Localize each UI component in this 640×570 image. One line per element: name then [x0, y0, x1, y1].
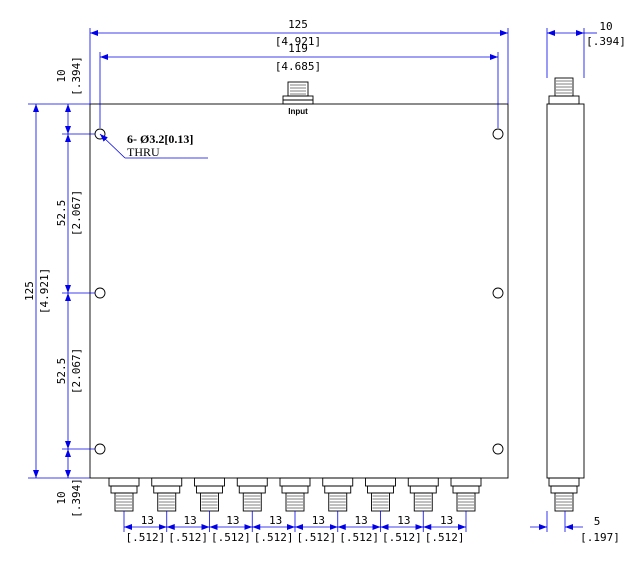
output-connector	[108, 477, 140, 512]
mounting-hole	[94, 443, 106, 455]
output-connector	[151, 477, 183, 512]
dim-top-margin-in: [.394]	[70, 56, 83, 96]
output-connector	[194, 477, 225, 512]
output-connectors	[108, 477, 482, 512]
dim-port-pitch: 13	[184, 514, 197, 527]
mounting-hole	[94, 287, 106, 299]
dim-port-pitch-in: [.512]	[339, 531, 379, 544]
dim-port-pitch-in: [.512]	[297, 531, 337, 544]
side-housing-outline	[546, 103, 585, 479]
dim-bottom-margin: 10	[55, 491, 68, 504]
dim-side-offset: 5	[594, 515, 601, 528]
hole-note-thru: THRU	[127, 145, 160, 159]
dim-side-thickness: 10	[599, 20, 612, 33]
dim-overall-width: 125	[288, 18, 308, 31]
dim-bottom-margin-in: [.394]	[70, 478, 83, 518]
side-view: 10 [.394] 5 [.197]	[530, 20, 626, 544]
output-connector	[236, 477, 268, 512]
dim-hole-gap-lower: 52.5	[55, 358, 68, 385]
dim-overall-height: 125	[23, 281, 36, 301]
dim-hole-span-in: [4.685]	[275, 60, 321, 73]
dim-port-pitch-in: [.512]	[254, 531, 294, 544]
dim-port-pitch-in: [.512]	[126, 531, 166, 544]
front-view: Input	[89, 81, 509, 512]
dim-port-pitch: 13	[397, 514, 410, 527]
dim-side-offset-in: [.197]	[580, 531, 620, 544]
top-dimensions: 125 [4.921] 119 [4.685]	[89, 18, 509, 128]
output-connector	[279, 477, 311, 512]
mounting-hole	[492, 443, 504, 455]
input-connector	[282, 81, 314, 105]
side-top-connector	[548, 77, 580, 105]
dim-port-pitch: 13	[141, 514, 154, 527]
input-label: Input	[288, 107, 308, 116]
dim-port-pitch: 13	[440, 514, 453, 527]
dim-hole-gap-lower-in: [2.067]	[70, 348, 83, 394]
dim-hole-gap-upper: 52.5	[55, 200, 68, 227]
dim-overall-width-in: [4.921]	[275, 35, 321, 48]
hole-note-spec: 6- Ø3.2[0.13]	[127, 132, 193, 146]
dim-port-pitch: 13	[355, 514, 368, 527]
mounting-hole	[492, 128, 504, 140]
dim-overall-height-in: [4.921]	[38, 268, 51, 314]
dim-port-pitch-in: [.512]	[211, 531, 251, 544]
dim-port-pitch: 13	[226, 514, 239, 527]
output-connector	[365, 477, 396, 512]
port-pitch-dimensions: 13 [.512] 13 [.512] 13 [.512] 13 [.512] 13 [.512]…	[123, 511, 467, 544]
output-connector	[407, 477, 439, 512]
dim-side-thickness-in: [.394]	[586, 35, 626, 48]
dim-hole-span: 119	[288, 42, 308, 55]
dim-port-pitch: 13	[312, 514, 325, 527]
dim-port-pitch-in: [.512]	[425, 531, 465, 544]
left-dimensions: 125 [4.921] 10 [.394] 52.5 [2.067] 52.5 …	[23, 56, 95, 518]
hole-callout: 6- Ø3.2[0.13] THRU	[99, 132, 208, 159]
dim-port-pitch-in: [.512]	[382, 531, 422, 544]
side-bottom-connector	[548, 477, 580, 512]
dim-top-margin: 10	[55, 69, 68, 82]
dim-port-pitch-in: [.512]	[168, 531, 208, 544]
dim-port-pitch: 13	[269, 514, 282, 527]
output-connector	[322, 477, 354, 512]
housing-outline	[89, 103, 509, 479]
mounting-hole	[492, 287, 504, 299]
output-connector	[450, 477, 482, 512]
dim-hole-gap-upper-in: [2.067]	[70, 190, 83, 236]
